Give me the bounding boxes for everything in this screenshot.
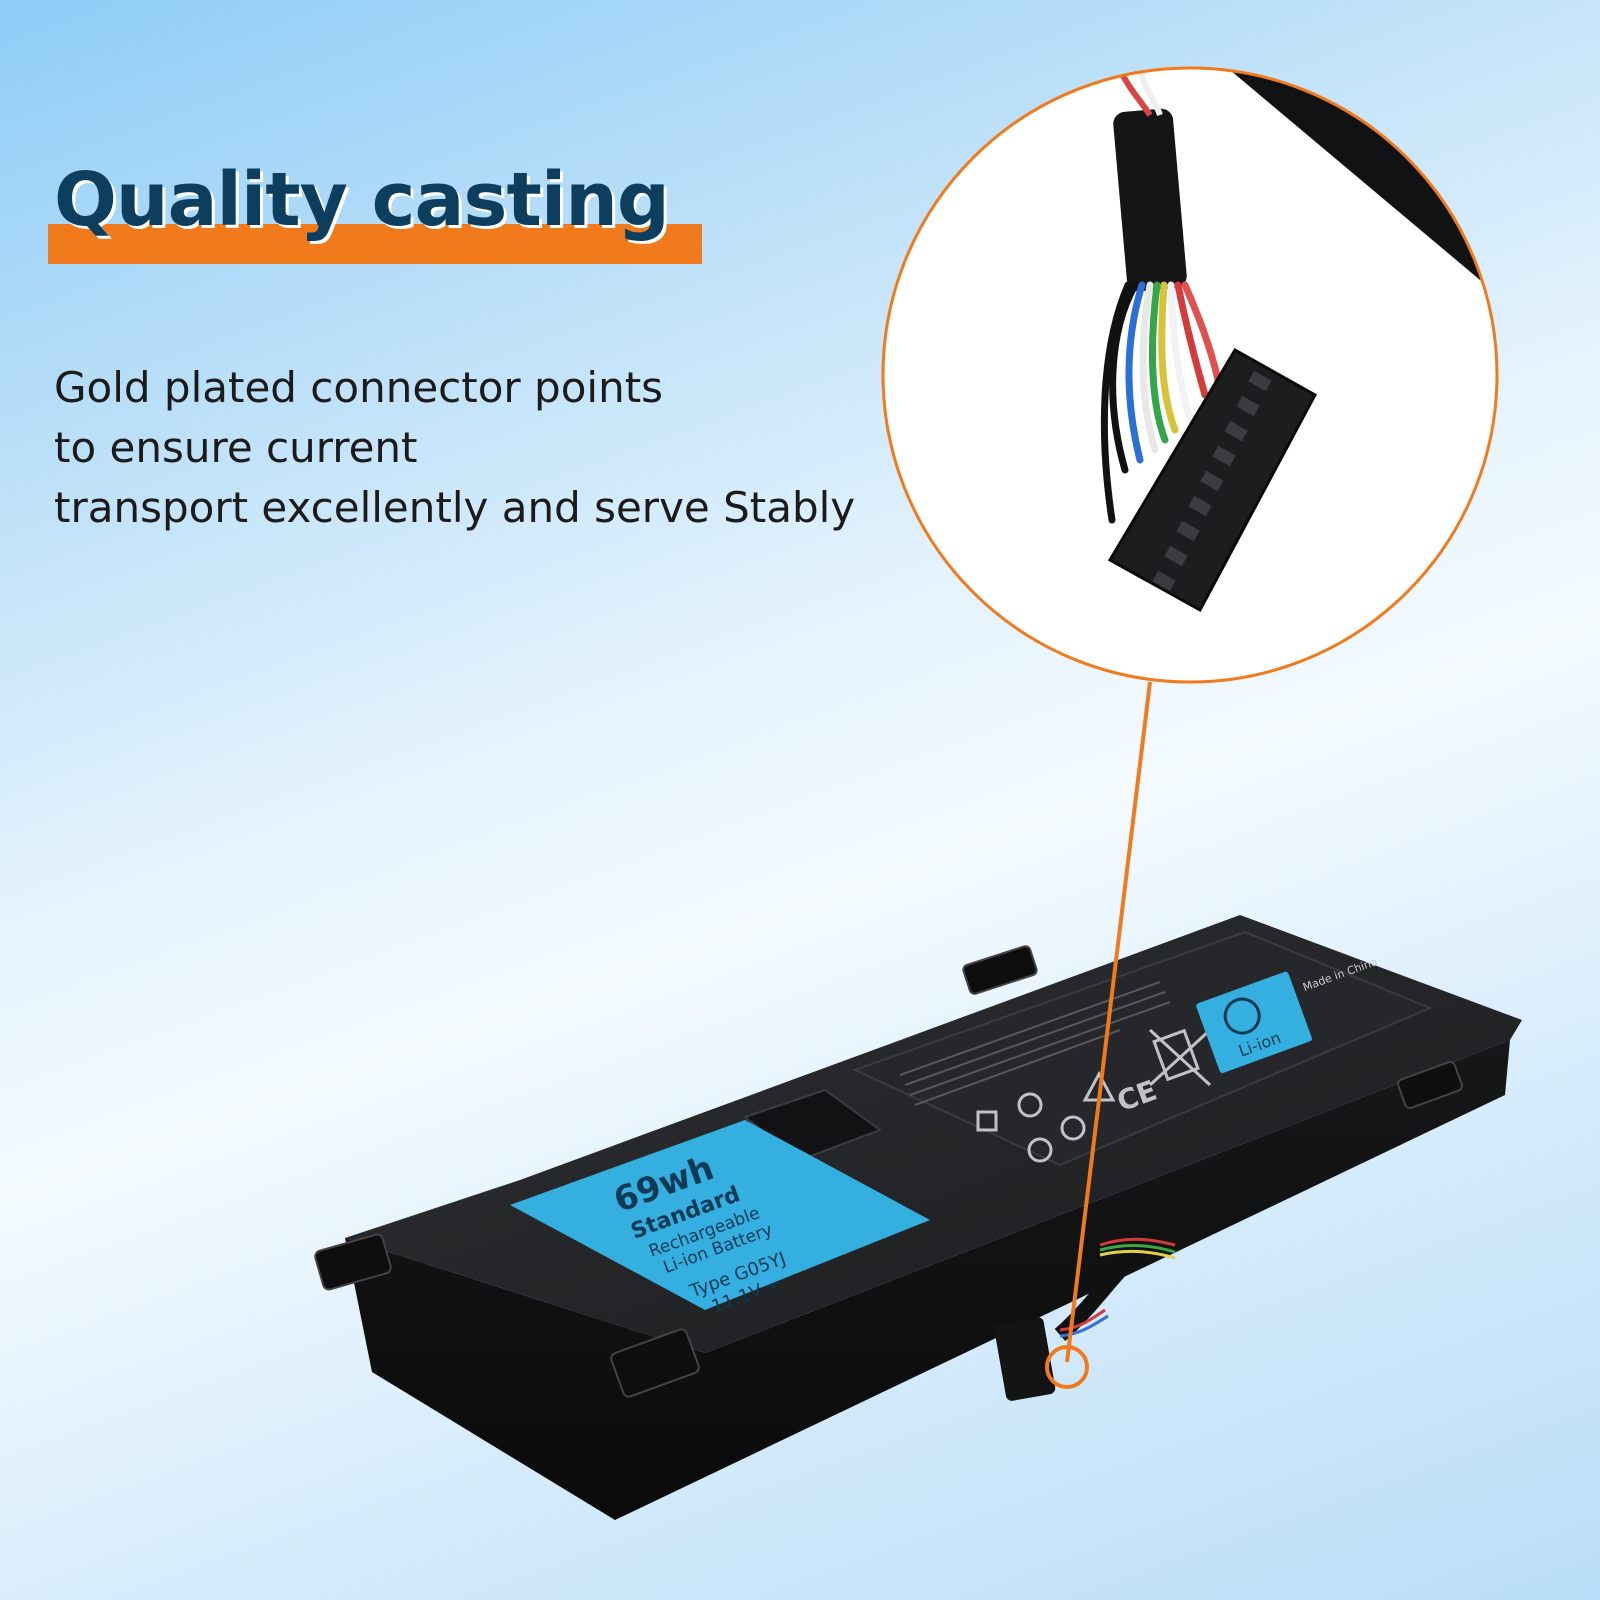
zoom-callout (881, 66, 1499, 684)
description-line: to ensure current (54, 423, 418, 472)
battery-clip-left (314, 1233, 392, 1291)
certification-mark-icon (1017, 1092, 1043, 1118)
headline-title: Quality casting (54, 157, 670, 243)
certification-mark-icon (1027, 1137, 1053, 1163)
callout-leader-line (1065, 681, 1152, 1363)
headline-underline-bar (48, 224, 702, 264)
warning-text-lines (899, 981, 1171, 1106)
description: Gold plated connector points to ensure c… (54, 358, 874, 538)
description-line: transport excellently and serve Stably (54, 483, 856, 532)
battery-clip-right (1397, 1061, 1463, 1109)
certification-mark-icon (976, 1110, 998, 1132)
battery-connector (994, 1317, 1056, 1401)
zoom-wires (1100, 281, 1222, 524)
callout-anchor-dot (1045, 1345, 1089, 1389)
recycle-icon (1223, 997, 1261, 1035)
battery-clip-top (962, 945, 1038, 995)
certification-mark-icon (1060, 1115, 1086, 1141)
crossed-bin-icon (1148, 1028, 1212, 1087)
zoom-cable-sleeve (1113, 108, 1187, 292)
headline: Quality casting (48, 150, 708, 265)
zoom-callout-border (881, 66, 1499, 684)
battery-clip-front (610, 1328, 700, 1398)
battery-pack: CE Li-ion Made in China 69wh Standard Re… (314, 915, 1522, 1520)
battery-side-face (345, 1040, 1510, 1520)
zoom-connector-pins (1152, 370, 1272, 592)
description-line: Gold plated connector points (54, 363, 664, 412)
